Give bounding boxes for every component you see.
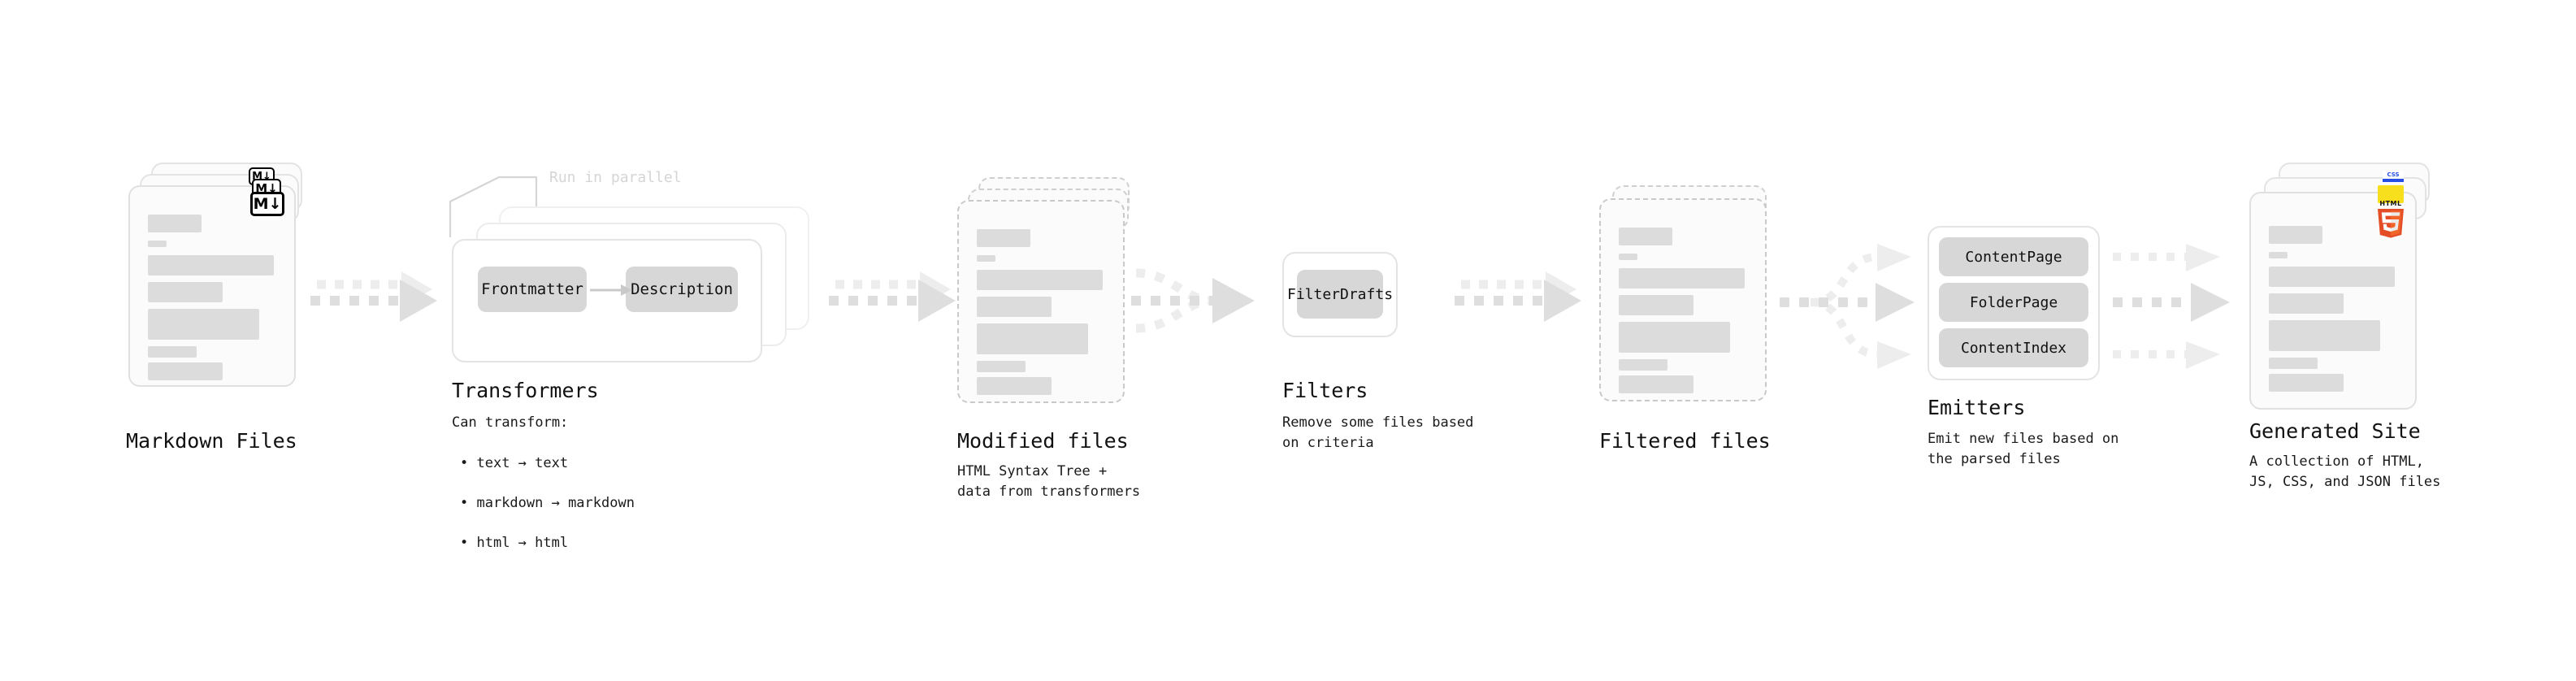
filtered-card-stack: [1599, 185, 1778, 429]
emitter-pill-contentindex[interactable]: ContentIndex: [1939, 328, 2088, 367]
connector-markdown-to-transformers: [310, 271, 437, 322]
skeleton-bar: [1619, 295, 1693, 315]
connector-emitters-to-site: [2113, 244, 2230, 369]
stage-title-generated-site: Generated Site: [2249, 419, 2421, 443]
skeleton-bar: [1619, 322, 1730, 353]
skeleton-bar: [148, 241, 167, 247]
skeleton-bar: [1619, 375, 1693, 393]
stage-title-filters: Filters: [1282, 379, 1368, 402]
skeleton-bar: [977, 377, 1052, 395]
skeleton-bar: [2269, 267, 2395, 287]
skeleton-bar: [2269, 320, 2380, 351]
list-item: • text → text: [460, 454, 569, 471]
list-item-label: html → html: [476, 535, 569, 552]
connector-filters-to-filtered: [1455, 271, 1581, 322]
stage-subtitle-transformers: Can transform:: [452, 414, 569, 431]
stage-filtered-files: [1599, 185, 1778, 429]
skeleton-bar: [977, 270, 1103, 290]
list-item-label: text → text: [476, 454, 569, 471]
transformer-pill-frontmatter[interactable]: Frontmatter: [478, 267, 587, 312]
site-card-stack: CSS HTML: [2249, 163, 2436, 410]
markdown-card-stack: M↓ M↓ M↓: [128, 163, 307, 398]
skeleton-bar: [977, 229, 1030, 247]
stage-markdown-files: M↓ M↓ M↓: [128, 163, 307, 398]
emitter-pill-folderpage[interactable]: FolderPage: [1939, 283, 2088, 322]
stage-subtitle-emitters: Emit new files based on the parsed files: [1928, 431, 2119, 467]
list-item-label: markdown → markdown: [476, 494, 635, 511]
skeleton-bar: [1619, 359, 1667, 371]
skeleton-bar: [977, 361, 1026, 372]
stage-title-emitters: Emitters: [1928, 396, 2026, 419]
emitter-pill-contentpage[interactable]: ContentPage: [1939, 237, 2088, 276]
run-in-parallel-label: Run in parallel: [549, 169, 682, 186]
markdown-card-front: [128, 185, 296, 387]
connector-filtered-to-emitters: [1780, 244, 1915, 369]
skeleton-bar: [1619, 228, 1672, 245]
skeleton-bar: [148, 255, 274, 275]
modified-card-stack: [957, 177, 1136, 421]
transformer-pill-description[interactable]: Description: [626, 267, 738, 312]
skeleton-bar: [148, 362, 223, 380]
skeleton-bar: [148, 346, 197, 358]
stage-title-filtered-files: Filtered files: [1599, 429, 1771, 453]
html5-icon: HTML: [2373, 198, 2409, 238]
skeleton-bar: [2269, 293, 2344, 314]
skeleton-bar: [1619, 254, 1637, 260]
skeleton-bar: [148, 309, 259, 340]
stage-title-transformers: Transformers: [452, 379, 599, 402]
skeleton-bar: [2269, 358, 2318, 369]
skeleton-bar: [2269, 226, 2322, 244]
js-badge-icon: [2378, 185, 2404, 203]
list-item: • markdown → markdown: [460, 494, 635, 511]
stage-subtitle-generated-site: A collection of HTML, JS, CSS, and JSON …: [2249, 453, 2441, 490]
stage-subtitle-modified-files: HTML Syntax Tree + data from transformer…: [957, 463, 1141, 500]
filtered-card-front: [1599, 198, 1767, 401]
skeleton-bar: [1619, 268, 1745, 288]
modified-card-front: [957, 200, 1125, 403]
connector-transformers-to-modified: [829, 271, 956, 322]
connector-modified-to-filters: [1131, 268, 1255, 333]
skeleton-bar: [977, 255, 995, 262]
filter-pill-filterdrafts[interactable]: FilterDrafts: [1287, 270, 1393, 319]
skeleton-bar: [2269, 374, 2344, 392]
skeleton-bar: [977, 323, 1088, 354]
list-item: • html → html: [460, 535, 569, 552]
skeleton-bar: [977, 297, 1052, 317]
stage-title-markdown-files: Markdown Files: [126, 429, 297, 453]
skeleton-bar: [148, 215, 202, 232]
stage-generated-site: CSS HTML: [2249, 163, 2436, 410]
stage-title-modified-files: Modified files: [957, 429, 1129, 453]
svg-text:HTML: HTML: [2379, 200, 2401, 207]
stage-modified-files: [957, 177, 1136, 421]
stage-subtitle-filters: Remove some files based on criteria: [1282, 414, 1474, 451]
markdown-icon: M↓: [250, 192, 284, 216]
css-badge-icon: CSS: [2383, 171, 2404, 182]
transformer-bullet-list: • text → text • markdown → markdown • ht…: [460, 433, 635, 573]
skeleton-bar: [2269, 252, 2288, 258]
skeleton-bar: [148, 282, 223, 302]
